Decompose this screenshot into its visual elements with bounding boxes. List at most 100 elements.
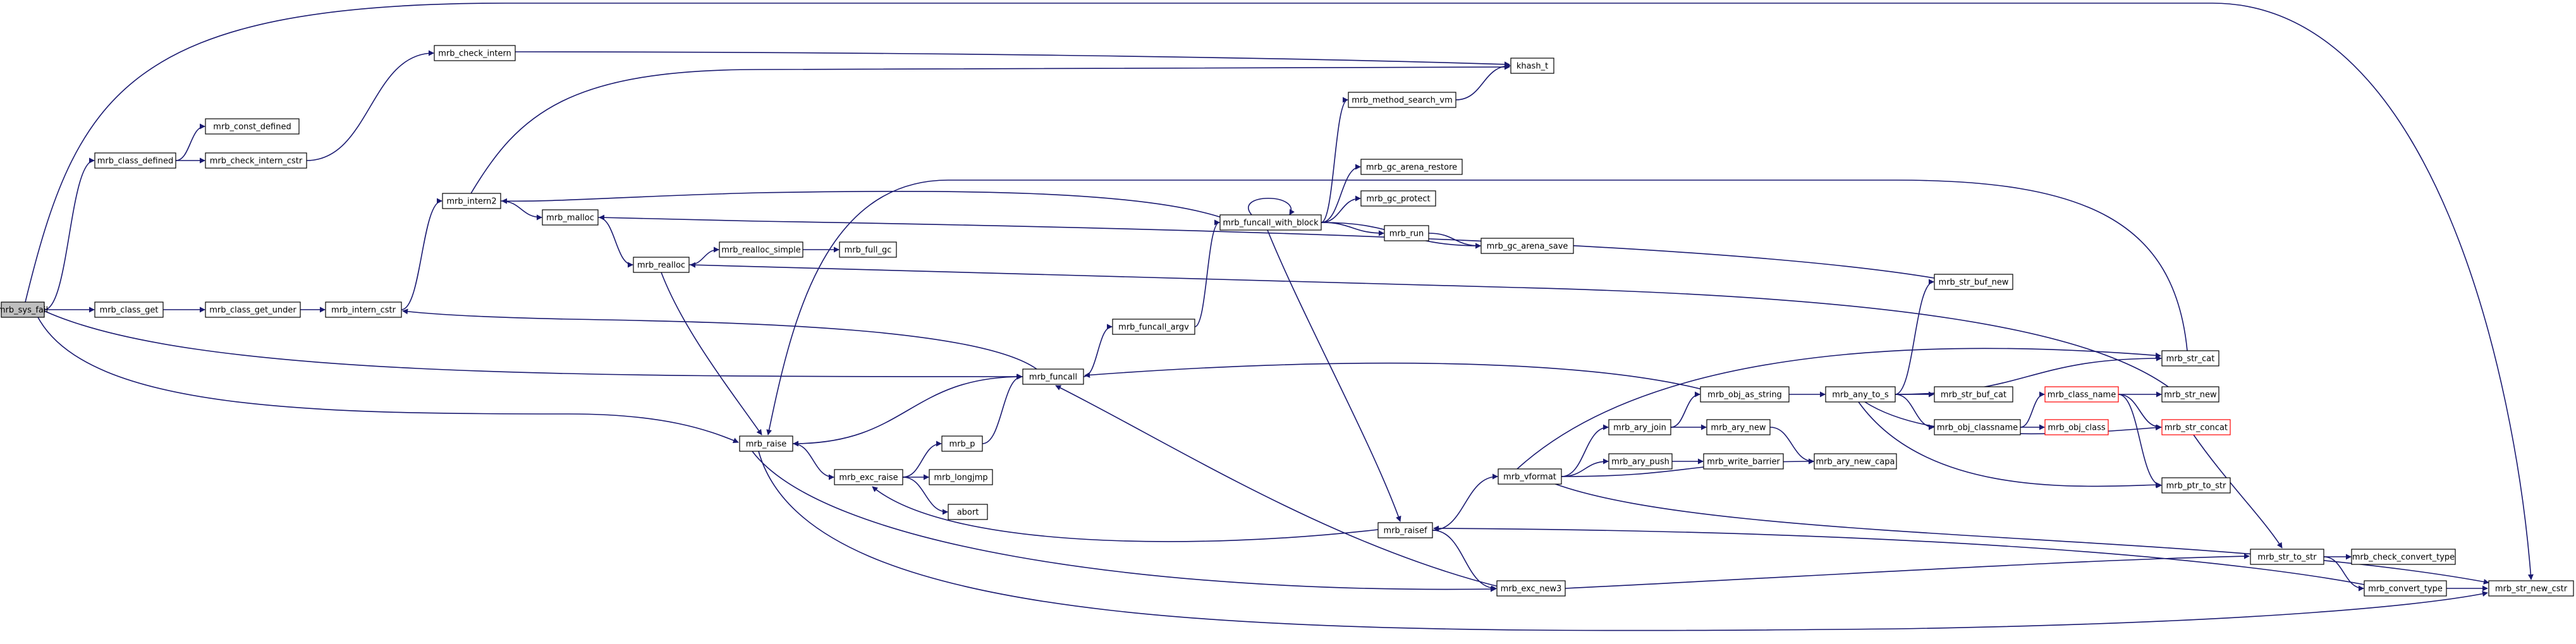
edge-line (872, 486, 1379, 542)
edge-mrb-malloc-to-mrb-realloc (597, 217, 633, 268)
edge-mrb-funcall-to-mrb-raise (793, 376, 1023, 447)
node-box (948, 504, 988, 520)
edge-mrb-raisef-to-mrb-exc-new3 (1432, 530, 1497, 592)
node-mrb-obj-class[interactable]: mrb_obj_class (2044, 419, 2109, 435)
node-box (1700, 386, 1790, 403)
node-mrb-str-cat[interactable]: mrb_str_cat (2161, 350, 2219, 367)
edge-line (1561, 424, 1609, 477)
node-mrb-raisef[interactable]: mrb_raisef (1377, 522, 1433, 538)
edge-line (2118, 394, 2162, 430)
node-mrb-str-to-str[interactable]: mrb_str_to_str (2250, 549, 2324, 565)
node-box (2161, 419, 2231, 435)
edge-line (1670, 391, 1700, 428)
edge-mrb-sys-fail-to-mrb-raise (37, 317, 739, 444)
node-mrb-malloc[interactable]: mrb_malloc (542, 209, 599, 226)
node-mrb-class-get-under[interactable]: mrb_class_get_under (205, 301, 301, 318)
node-mrb-intern-cstr[interactable]: mrb_intern_cstr (325, 301, 402, 318)
node-mrb-exc-raise[interactable]: mrb_exc_raise (834, 469, 903, 485)
node-mrb-funcall-with-block[interactable]: mrb_funcall_with_block (1219, 214, 1322, 231)
node-mrb-vformat[interactable]: mrb_vformat (1498, 468, 1562, 485)
node-mrb-ary-push[interactable]: mrb_ary_push (1608, 453, 1673, 470)
node-mrb-str-new-cstr[interactable]: mrb_str_new_cstr (2488, 580, 2574, 597)
node-box (941, 435, 983, 452)
node-mrb-obj-as-string[interactable]: mrb_obj_as_string (1700, 386, 1790, 403)
edge-line (1858, 401, 2161, 488)
node-mrb-const-defined[interactable]: mrb_const_defined (205, 118, 300, 135)
node-mrb-ary-new[interactable]: mrb_ary_new (1706, 419, 1771, 435)
edge-mrb-ary-new-to-mrb-ary-new-capa (1769, 427, 1814, 465)
edge-line (1321, 195, 1361, 223)
node-mrb-str-concat[interactable]: mrb_str_concat (2161, 419, 2231, 435)
node-mrb-class-get[interactable]: mrb_class_get (94, 301, 164, 318)
node-label: mrb_malloc (546, 214, 594, 223)
node-mrb-str-buf-cat[interactable]: mrb_str_buf_cat (1934, 386, 2013, 403)
node-box (1934, 274, 2013, 290)
node-mrb-intern2[interactable]: mrb_intern2 (442, 193, 501, 209)
node-label: mrb_gc_arena_save (1487, 242, 1568, 252)
node-mrb-obj-classname[interactable]: mrb_obj_classname (1934, 419, 2021, 435)
node-box (542, 209, 599, 226)
edge-line (515, 51, 1510, 68)
node-mrb-convert-type[interactable]: mrb_convert_type (2364, 580, 2447, 597)
node-label: mrb_full_gc (845, 246, 892, 255)
node-mrb-check-intern-cstr[interactable]: mrb_check_intern_cstr (205, 152, 307, 169)
node-label: mrb_str_buf_new (1939, 278, 2009, 288)
node-mrb-ary-new-capa[interactable]: mrb_ary_new_capa (1814, 453, 1897, 470)
edge-mrb-exc-new3-to-mrb-funcall (1055, 385, 1499, 587)
node-mrb-str-new[interactable]: mrb_str_new (2161, 386, 2219, 403)
node-mrb-check-intern[interactable]: mrb_check_intern (434, 45, 516, 61)
node-label: abort (957, 508, 979, 518)
node-box (205, 301, 301, 318)
edge-mrb-raise-to-mrb-exc-new3 (752, 451, 1496, 592)
node-mrb-realloc-simple[interactable]: mrb_realloc_simple (719, 241, 803, 258)
edge-mrb-sys-fail-to-mrb-funcall (44, 310, 1022, 380)
node-box (719, 241, 803, 258)
node-label: mrb_intern2 (446, 197, 496, 207)
node-label: mrb_str_new_cstr (2495, 585, 2568, 594)
node-mrb-funcall-argv[interactable]: mrb_funcall_argv (1112, 319, 1195, 335)
node-box (929, 469, 993, 485)
node-mrb-ptr-to-str[interactable]: mrb_ptr_to_str (2161, 477, 2231, 494)
node-mrb-exc-new3[interactable]: mrb_exc_new3 (1496, 580, 1566, 597)
node-mrb-gc-arena-save[interactable]: mrb_gc_arena_save (1480, 238, 1574, 254)
node-label: mrb_raisef (1383, 526, 1427, 536)
node-mrb-method-search-vm[interactable]: mrb_method_search_vm (1348, 92, 1456, 108)
node-mrb-gc-protect[interactable]: mrb_gc_protect (1360, 190, 1436, 207)
node-mrb-check-convert-type[interactable]: mrb_check_convert_type (2351, 549, 2456, 565)
node-mrb-write-barrier[interactable]: mrb_write_barrier (1703, 453, 1784, 470)
edge-line (1517, 348, 2161, 470)
node-mrb-ary-join[interactable]: mrb_ary_join (1608, 419, 1671, 435)
node-mrb-str-buf-new[interactable]: mrb_str_buf_new (1934, 274, 2013, 290)
node-mrb-class-name[interactable]: mrb_class_name (2044, 386, 2119, 403)
node-label: mrb_funcall_argv (1118, 323, 1189, 332)
edge-mrb-class-defined-to-mrb-const-defined (175, 123, 205, 161)
edge-line (1267, 229, 1401, 522)
node-abort[interactable]: abort (948, 504, 988, 520)
edge-mrb-funcall-with-block-to-mrb-gc-protect (1321, 195, 1361, 223)
node-mrb-funcall[interactable]: mrb_funcall (1022, 368, 1084, 385)
node-mrb-raise[interactable]: mrb_raise (739, 435, 793, 452)
edge-line (1895, 394, 1934, 430)
node-box (94, 301, 164, 318)
edge-line (597, 217, 633, 268)
edge-line (501, 191, 1224, 219)
node-box (2351, 549, 2456, 565)
node-label: mrb_funcall_with_block (1223, 219, 1319, 228)
node-mrb-longjmp[interactable]: mrb_longjmp (929, 469, 993, 485)
node-box (1496, 580, 1566, 597)
edge-mrb-raise-to-mrb-exc-raise (792, 443, 834, 480)
node-mrb-full-gc[interactable]: mrb_full_gc (839, 241, 897, 258)
node-mrb-realloc[interactable]: mrb_realloc (633, 257, 690, 273)
edge-mrb-intern-cstr-to-mrb-intern2 (401, 198, 443, 310)
node-label: mrb_obj_classname (1937, 423, 2018, 433)
node-mrb-class-defined[interactable]: mrb_class_defined (94, 152, 176, 169)
node-mrb-gc-arena-restore[interactable]: mrb_gc_arena_restore (1360, 159, 1463, 175)
node-box (1934, 419, 2021, 435)
node-mrb-any-to-s[interactable]: mrb_any_to_s (1825, 386, 1896, 403)
node-mrb-run[interactable]: mrb_run (1384, 225, 1429, 241)
node-khash-t[interactable]: khash_t (1510, 58, 1554, 74)
node-mrb-p[interactable]: mrb_p (941, 435, 983, 452)
edge-mrb-str-concat-to-mrb-str-to-str (2193, 434, 2283, 549)
node-label: mrb_raise (746, 440, 786, 449)
node-mrb-sys-fail[interactable]: mrb_sys_fail (0, 301, 48, 318)
